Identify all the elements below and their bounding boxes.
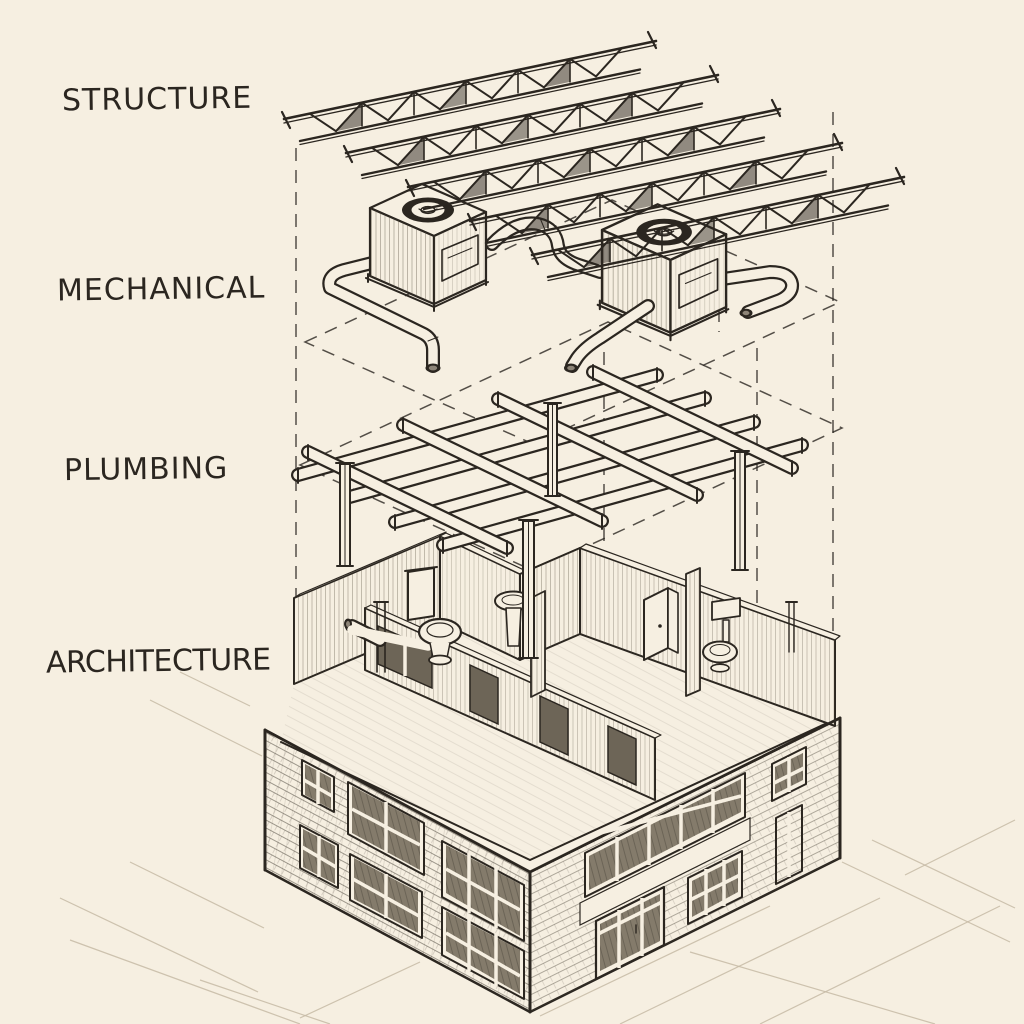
- window-small-lower: [299, 824, 339, 889]
- right-bathroom-fixtures: [643, 587, 798, 673]
- window-wide-lower: [349, 853, 423, 939]
- label-structure: STRUCTURE: [61, 80, 253, 119]
- toilet-tank: [407, 567, 435, 621]
- wall-pipe: [788, 601, 795, 653]
- interior-back-walls: [293, 531, 841, 727]
- plumbing-layer: [291, 364, 809, 659]
- facade-openings: [299, 746, 807, 1000]
- label-mechanical: MECHANICAL: [56, 270, 266, 309]
- door-opening: [539, 694, 569, 757]
- label-plumbing: PLUMBING: [63, 450, 229, 489]
- window-group-lower: [441, 906, 525, 1000]
- building-corner-edges: [263, 716, 842, 1014]
- side-door: [775, 804, 803, 885]
- beam-end-plates: [297, 364, 803, 557]
- entrance-storefront: [594, 885, 666, 981]
- mechanical-roof-outline: [303, 199, 842, 445]
- ground-plane: [59, 671, 1016, 1024]
- window-group-right-lower: [687, 850, 743, 925]
- window-group-upper: [441, 840, 525, 942]
- architecture-layer: [263, 531, 842, 1014]
- ribbon-window-upper: [584, 772, 746, 898]
- window-small-upper: [301, 759, 335, 813]
- duct-front: [565, 299, 655, 373]
- sink-pedestal: [505, 607, 522, 647]
- window-small-right-upper: [771, 746, 807, 802]
- spandrel-band: [579, 817, 751, 926]
- support-columns: [335, 402, 750, 659]
- door-opening: [469, 663, 499, 726]
- label-architecture: ARCHITECTURE: [45, 642, 271, 681]
- door-opening: [607, 724, 637, 787]
- window-wide-upper: [347, 781, 425, 876]
- toilet-tank: [711, 597, 741, 621]
- bathroom-divider-walls: [530, 567, 701, 698]
- cabinet-door: [643, 587, 669, 661]
- duct-open-ends: [425, 308, 753, 373]
